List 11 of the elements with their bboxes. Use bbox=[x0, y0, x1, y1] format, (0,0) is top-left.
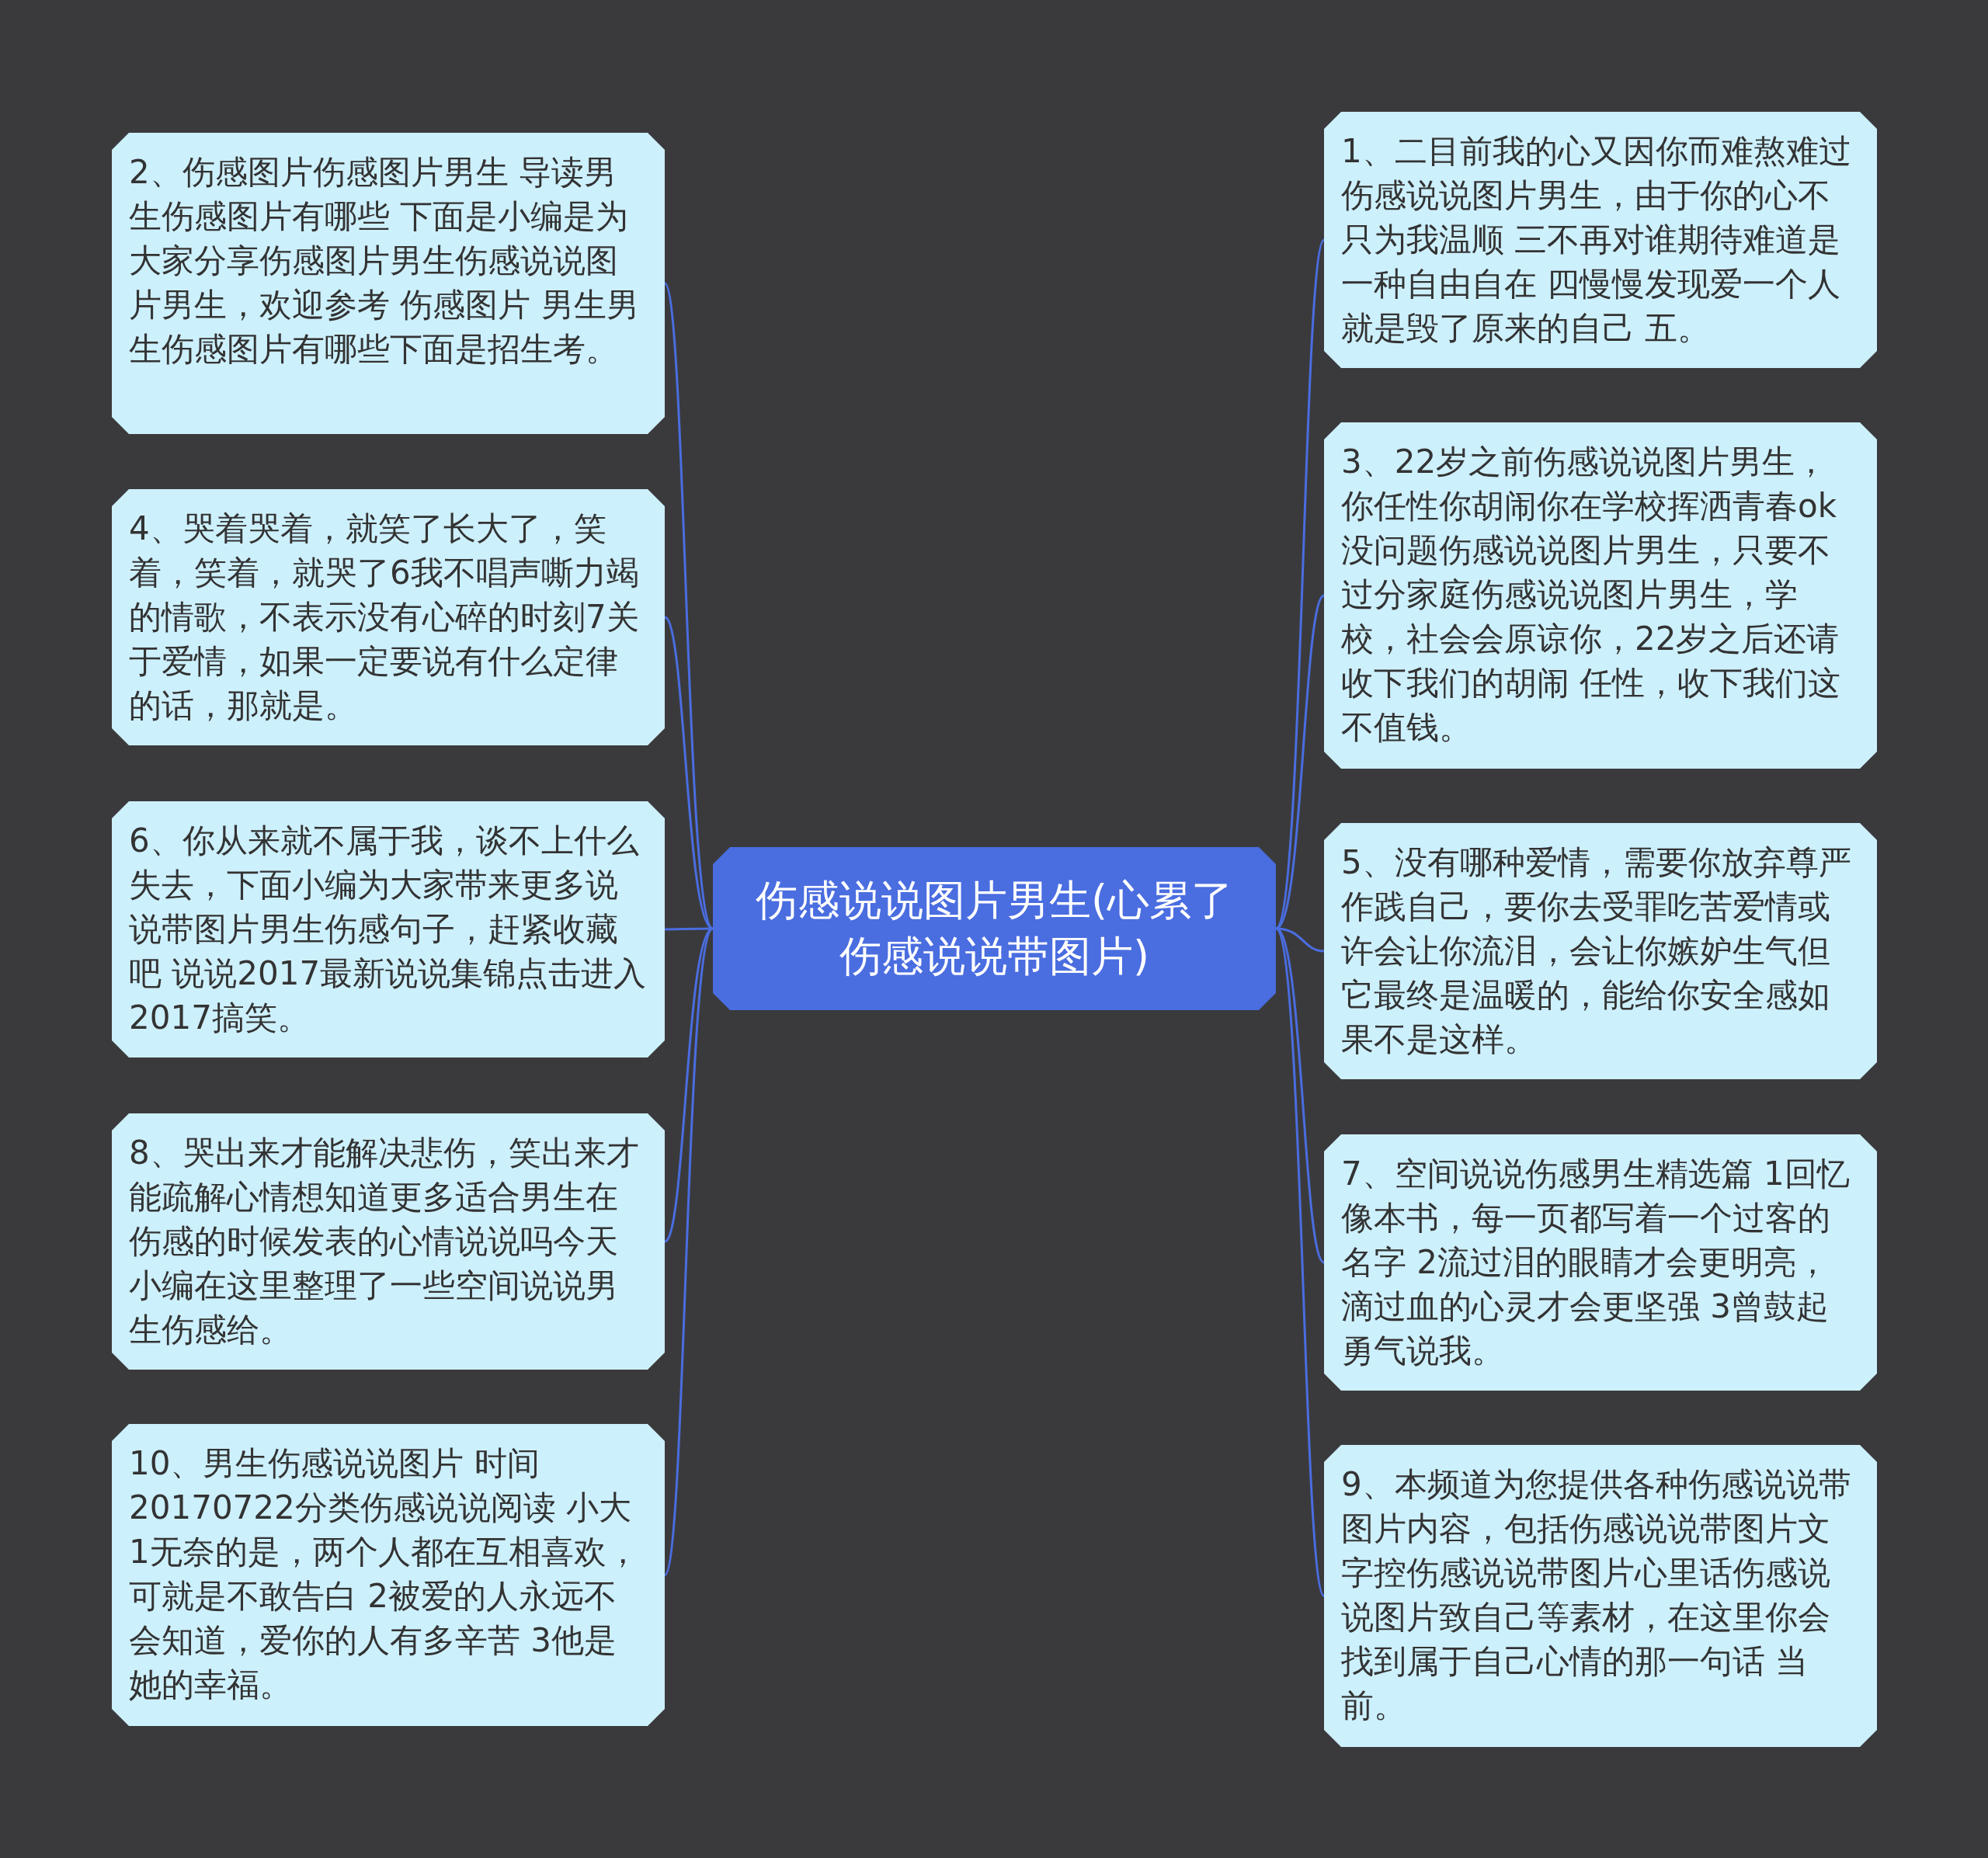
text-box: 7、空间说说伤感男生精选篇 1回忆像本书，每一页都写着一个过客的名字 2流过泪的眼睛才会更明亮，滴过血的心灵才会更坚强 3曾鼓起勇气说我。 bbox=[1324, 1134, 1877, 1391]
text-box: 10、男生伤感说说图片 时间20170722分类伤感说说阅读 小大 1无奈的是，两个人都在互相喜欢，可就是不敢告白 2被爱的人永远不会知道，爱你的人有多辛苦 3他是她的幸福。 bbox=[112, 1424, 665, 1726]
text-box: 6、你从来就不属于我，谈不上什么失去，下面小编为大家带来更多说说带图片男生伤感句子，赶紧收藏吧 说说2017最新说说集锦点击进入 2017搞笑。 bbox=[112, 801, 665, 1057]
text-box: 5、没有哪种爱情，需要你放弃尊严作践自己，要你去受罪吃苦爱情或许会让你流泪，会让你嫉妒生气但它最终是温暖的，能给你安全感如果不是这样。 bbox=[1324, 823, 1877, 1079]
text-box: 1、二目前我的心又因你而难熬难过伤感说说图片男生，由于你的心不只为我温顺 三不再对谁期待难道是一种自由自在 四慢慢发现爱一个人就是毁了原来的自己 五。 bbox=[1324, 112, 1877, 368]
topic-box: 伤感说说图片男生(心累了伤感说说带图片) bbox=[713, 847, 1276, 1010]
text-box: 9、本频道为您提供各种伤感说说带图片内容，包括伤感说说带图片文字控伤感说说带图片心里话伤感说说图片致自己等素材，在这里你会找到属于自己心情的那一句话 当前。 bbox=[1324, 1445, 1877, 1747]
text-box: 4、哭着哭着，就笑了长大了，笑着，笑着，就哭了6我不唱声嘶力竭的情歌，不表示没有心碎的时刻7关于爱情，如果一定要说有什么定律的话，那就是。 bbox=[112, 489, 665, 745]
text-box: 8、哭出来才能解决悲伤，笑出来才能疏解心情想知道更多适合男生在伤感的时候发表的心情说说吗今天小编在这里整理了一些空间说说男生伤感给。 bbox=[112, 1113, 665, 1370]
text-box: 2、伤感图片伤感图片男生 导读男生伤感图片有哪些 下面是小编是为大家分享伤感图片男生伤感说说图片男生，欢迎参考 伤感图片 男生男生伤感图片有哪些下面是招生考。 bbox=[112, 133, 665, 434]
text-box: 3、22岁之前伤感说说图片男生，你任性你胡闹你在学校挥洒青春ok没问题伤感说说图片男生，只要不过分家庭伤感说说图片男生，学校，社会会原谅你，22岁之后还请收下我们的胡闹 任性，收下我们这不值钱。 bbox=[1324, 422, 1877, 769]
